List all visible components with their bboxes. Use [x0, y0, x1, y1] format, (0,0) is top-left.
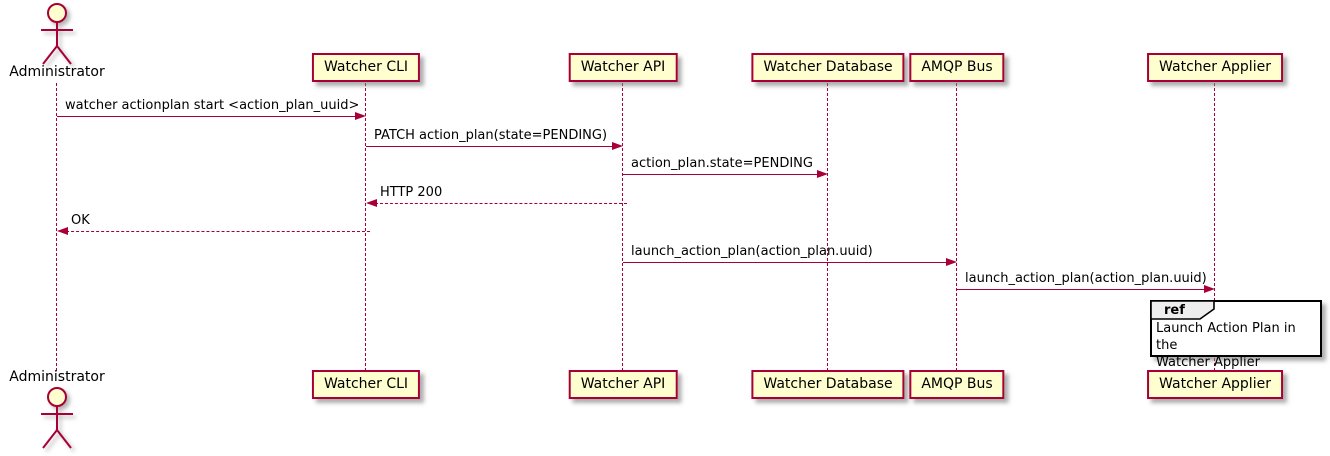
actor-label-bottom: Administrator: [9, 369, 105, 385]
message-label-5: launch_action_plan(action_plan.uuid): [631, 244, 873, 259]
message-arrowhead-6: [1204, 285, 1215, 294]
ref-fragment: ref Launch Action Plan in the Watcher Ap…: [1150, 300, 1322, 370]
actor-icon-top: [41, 3, 73, 65]
participant-amqp-bus-bottom: AMQP Bus: [909, 370, 1005, 399]
ref-text-line: Watcher Applier: [1156, 355, 1260, 370]
actor-icon-bottom: [41, 387, 73, 449]
message-arrowhead-4: [57, 227, 68, 236]
ref-keyword: ref: [1164, 303, 1185, 318]
message-label-3: HTTP 200: [380, 185, 443, 200]
lifeline-amqp-bus: [956, 83, 957, 371]
message-label-2: action_plan.state=PENDING: [631, 156, 813, 171]
message-arrowhead-0: [355, 112, 366, 121]
lifeline-watcher-cli: [365, 83, 366, 371]
ref-tab-shape: [1150, 300, 1215, 320]
participant-watcher-api-bottom: Watcher API: [568, 370, 678, 399]
participant-watcher-applier-top: Watcher Applier: [1147, 53, 1283, 82]
participant-watcher-cli-top: Watcher CLI: [311, 53, 421, 82]
lifeline-watcher-database: [827, 83, 828, 371]
participant-watcher-applier-bottom: Watcher Applier: [1147, 370, 1283, 399]
message-line-6: [957, 289, 1211, 290]
lifeline-watcher-applier: [1214, 83, 1215, 371]
message-line-3: [370, 203, 627, 204]
message-line-2: [623, 174, 824, 175]
ref-text: Launch Action Plan in the Watcher Applie…: [1152, 319, 1320, 373]
participant-watcher-database-top: Watcher Database: [751, 53, 905, 82]
message-line-4: [61, 231, 370, 232]
message-line-5: [623, 262, 953, 263]
message-arrowhead-2: [817, 170, 828, 179]
participant-watcher-cli-bottom: Watcher CLI: [311, 370, 421, 399]
message-label-4: OK: [71, 213, 90, 228]
lifeline-watcher-api: [622, 83, 623, 371]
message-arrowhead-1: [612, 142, 623, 151]
participant-amqp-bus-top: AMQP Bus: [909, 53, 1005, 82]
actor-label-top: Administrator: [9, 64, 105, 80]
message-label-6: launch_action_plan(action_plan.uuid): [965, 271, 1207, 286]
message-arrowhead-5: [946, 258, 957, 267]
participant-watcher-database-bottom: Watcher Database: [751, 370, 905, 399]
message-line-0: [57, 116, 362, 117]
message-label-1: PATCH action_plan(state=PENDING): [374, 128, 608, 143]
message-label-0: watcher actionplan start <action_plan_uu…: [65, 98, 360, 113]
lifeline-administrator: [56, 83, 57, 371]
participant-watcher-api-top: Watcher API: [568, 53, 678, 82]
message-line-1: [366, 146, 619, 147]
message-arrowhead-3: [366, 199, 377, 208]
ref-text-line: Launch Action Plan in the: [1156, 321, 1296, 353]
